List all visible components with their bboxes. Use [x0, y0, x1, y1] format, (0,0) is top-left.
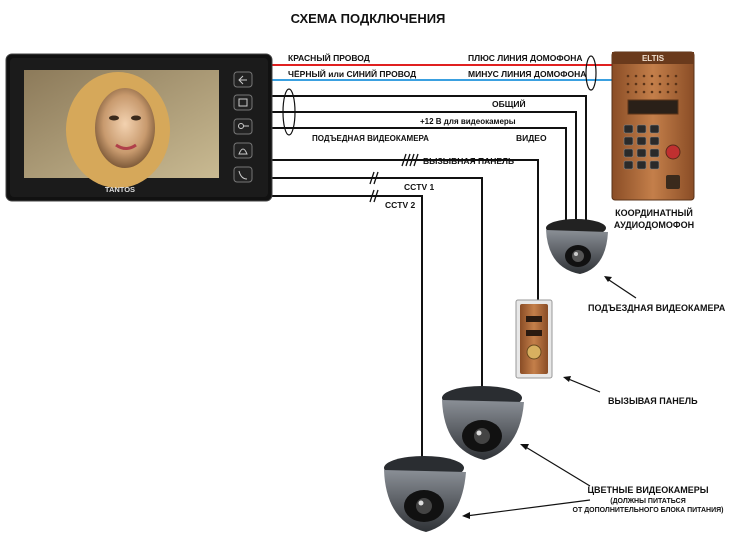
label-color-cams-2: (ДОЛЖНЫ ПИТАТЬСЯ	[610, 498, 686, 505]
label-entrance-camera: ПОДЪЕЗДНАЯ ВИДЕОКАМЕРА	[588, 303, 726, 313]
label-plus: ПЛЮС ЛИНИЯ ДОМОФОНА	[468, 53, 583, 63]
label-call-panel-wire: ВЫЗЫВНАЯ ПАНЕЛЬ	[423, 156, 514, 166]
intercom-display	[627, 99, 679, 115]
label-cctv1: CCTV 1	[404, 182, 435, 192]
face	[95, 88, 155, 168]
video-wire	[270, 127, 567, 222]
label-color-cams-1: ЦВЕТНЫЕ ВИДЕОКАМЕРЫ	[587, 485, 708, 495]
hash-marks	[369, 153, 419, 203]
monitor-brand: TANTOS	[105, 185, 135, 194]
call-button-icon	[665, 144, 681, 160]
key-reader-icon	[666, 175, 680, 189]
video-monitor: TANTOS	[5, 53, 273, 202]
label-intercom-1: КООРДИНАТНЫЙ	[615, 207, 693, 218]
bundle-mark	[585, 55, 597, 91]
label-minus: МИНУС ЛИНИЯ ДОМОФОНА	[468, 69, 586, 79]
label-call-panel: ВЫЗЫВАЯ ПАНЕЛЬ	[608, 396, 698, 406]
monitor-button-phone	[233, 166, 253, 183]
wires	[270, 55, 612, 460]
call-panel-wire	[270, 159, 539, 300]
label-common: ОБЩИЙ	[492, 98, 526, 109]
label-entrance-cam-wire: ПОДЪЕДНАЯ ВИДЕОКАМЕРА	[312, 134, 429, 143]
call-panel-device	[515, 299, 553, 379]
cctv1-wire	[270, 177, 483, 392]
label-black-wire: ЧЁРНЫЙ или СИНИЙ ПРОВОД	[288, 68, 416, 79]
diagram-title: СХЕМА ПОДКЛЮЧЕНИЯ	[291, 11, 446, 26]
cctv2-wire	[270, 195, 423, 460]
entrance-dome-camera	[546, 219, 608, 274]
intercom-panel: ELTIS	[611, 51, 695, 201]
label-red-wire: КРАСНЫЙ ПРОВОД	[288, 52, 370, 63]
monitor-button-menu	[233, 94, 253, 111]
power12-wire	[270, 111, 577, 222]
bundle-mark	[282, 88, 296, 136]
cctv-camera-1	[442, 386, 524, 460]
intercom-brand: ELTIS	[642, 54, 665, 63]
label-color-cams-3: ОТ ДОПОЛНИТЕЛЬНОГО БЛОКА ПИТАНИЯ)	[573, 507, 724, 514]
label-cctv2: CCTV 2	[385, 200, 416, 210]
monitor-button-bell	[233, 142, 253, 159]
label-power12: +12 В для видеокамеры	[420, 117, 516, 126]
common-wire	[270, 95, 587, 222]
cctv-camera-2	[384, 456, 466, 532]
intercom-keypad	[623, 124, 660, 170]
label-intercom-2: АУДИОДОМОФОН	[614, 220, 694, 230]
label-video: ВИДЕО	[516, 133, 547, 143]
